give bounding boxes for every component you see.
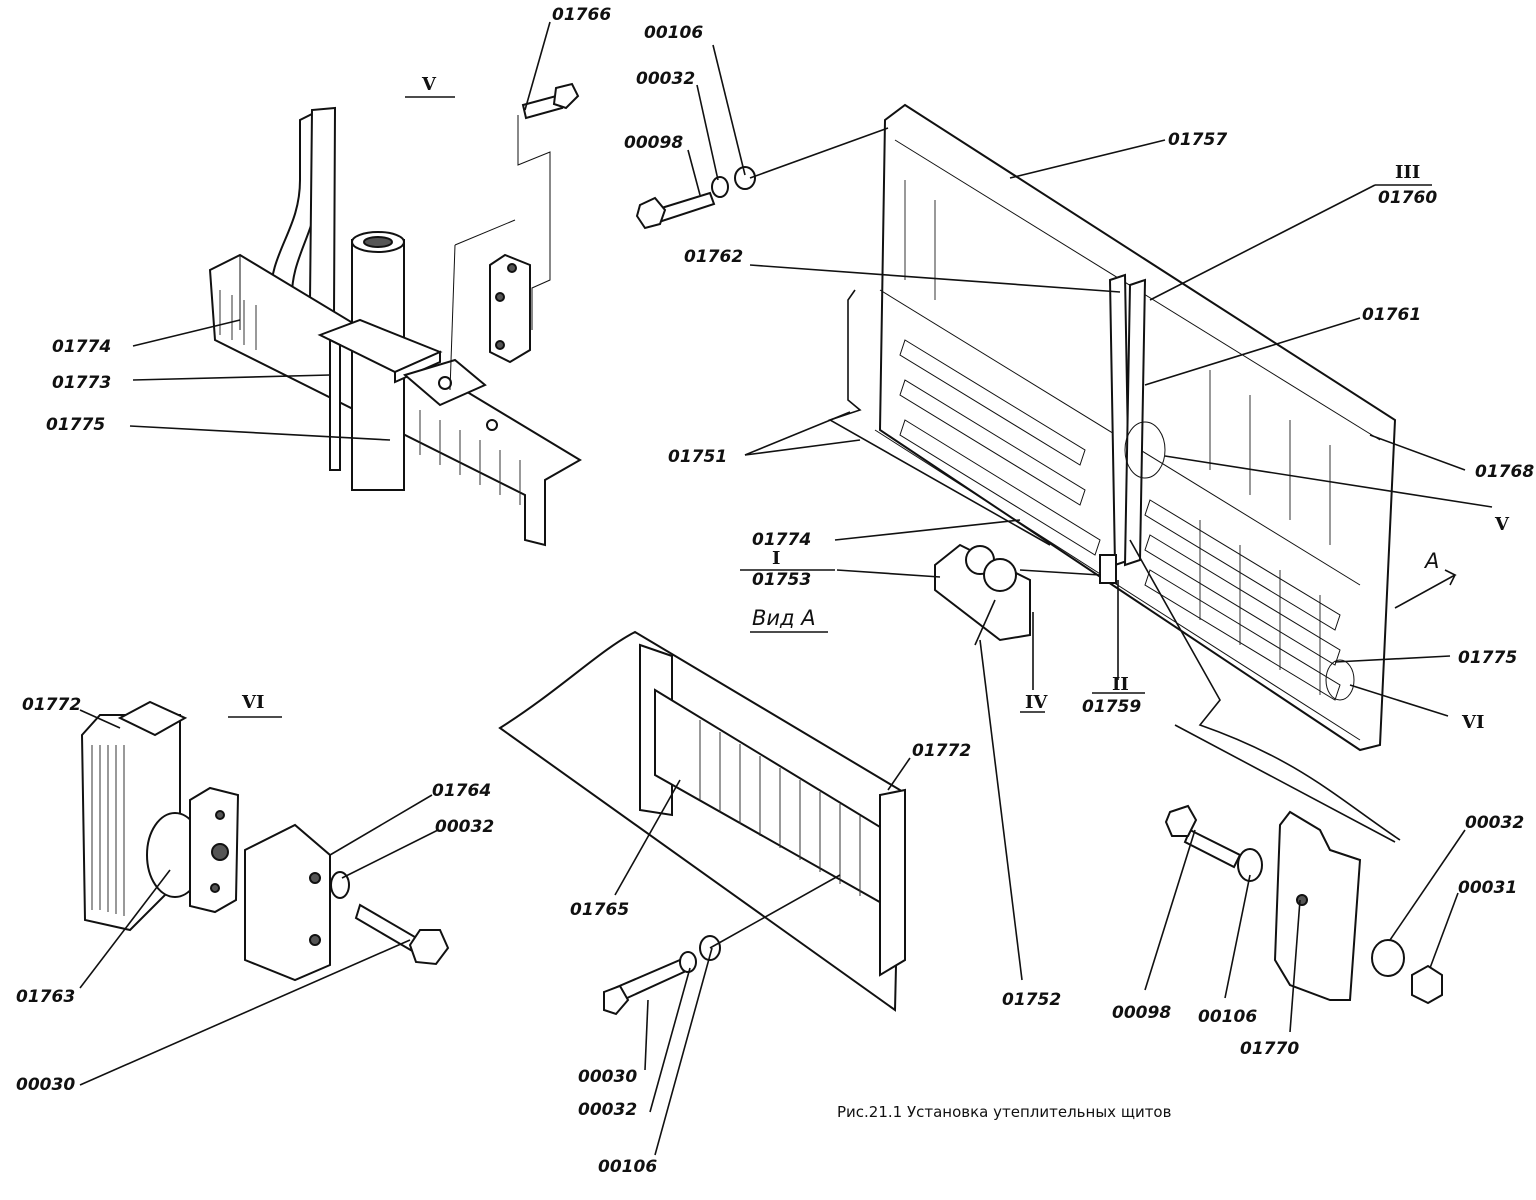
label-00106-mid: 00106 bbox=[598, 1157, 657, 1177]
label-00032-br: 00032 bbox=[1465, 813, 1524, 833]
label-01770: 01770 bbox=[1240, 1039, 1299, 1059]
label-01752: 01752 bbox=[1002, 990, 1061, 1010]
leader-lines bbox=[79, 21, 1493, 1156]
label-01765: 01765 bbox=[570, 900, 629, 920]
label-01763: 01763 bbox=[16, 987, 75, 1007]
label-00032-vi: 00032 bbox=[435, 817, 494, 837]
label-i: I bbox=[772, 548, 780, 569]
label-01751: 01751 bbox=[668, 447, 727, 467]
label-01774: 01774 bbox=[52, 337, 111, 357]
arrow-a-label: A bbox=[1423, 549, 1439, 573]
label-01774-main: 01774 bbox=[752, 530, 811, 550]
label-01772-mid: 01772 bbox=[912, 741, 971, 761]
label-00032-mid: 00032 bbox=[578, 1100, 637, 1120]
label-iii: III bbox=[1395, 162, 1420, 183]
label-01764: 01764 bbox=[432, 781, 491, 801]
figure-caption: Рис.21.1 Установка утеплительных щитов bbox=[837, 1103, 1171, 1121]
label-01757: 01757 bbox=[1168, 130, 1227, 150]
label-00032-top: 00032 bbox=[636, 69, 695, 89]
label-iv: IV bbox=[1025, 692, 1048, 713]
part-labels: 01766 V 01774 01773 01775 00106 00032 00… bbox=[16, 5, 1534, 1177]
label-01760: 01760 bbox=[1378, 188, 1437, 208]
label-01766: 01766 bbox=[552, 5, 611, 25]
view-v-title: V bbox=[421, 74, 437, 95]
label-01762: 01762 bbox=[684, 247, 743, 267]
label-00098-br: 00098 bbox=[1112, 1003, 1171, 1023]
view-vi-title: VI bbox=[241, 692, 264, 713]
label-01753: 01753 bbox=[752, 570, 811, 590]
label-01775: 01775 bbox=[46, 415, 105, 435]
label-00030-mid: 00030 bbox=[578, 1067, 637, 1087]
label-00106-br: 00106 bbox=[1198, 1007, 1257, 1027]
label-01775-main: 01775 bbox=[1458, 648, 1517, 668]
label-00098-top: 00098 bbox=[624, 133, 683, 153]
label-vi-right: VI bbox=[1461, 712, 1484, 733]
detail-panel-section bbox=[498, 630, 906, 1016]
fastener-stack-top bbox=[635, 166, 756, 230]
label-00106-top: 00106 bbox=[644, 23, 703, 43]
main-panel bbox=[740, 103, 1457, 841]
label-01759: 01759 bbox=[1082, 697, 1141, 717]
label-ii: II bbox=[1112, 674, 1129, 695]
detail-v bbox=[208, 82, 582, 547]
label-01773: 01773 bbox=[52, 373, 111, 393]
fastener-set-bottom-right bbox=[1164, 724, 1443, 1005]
label-v-right: V bbox=[1494, 514, 1510, 535]
label-00031: 00031 bbox=[1458, 878, 1517, 898]
label-01768: 01768 bbox=[1475, 462, 1534, 482]
label-01772-vi: 01772 bbox=[22, 695, 81, 715]
view-a-title: Вид А bbox=[752, 606, 816, 630]
label-01761: 01761 bbox=[1362, 305, 1421, 325]
label-00030-vi: 00030 bbox=[16, 1075, 75, 1095]
detail-vi bbox=[80, 700, 450, 982]
